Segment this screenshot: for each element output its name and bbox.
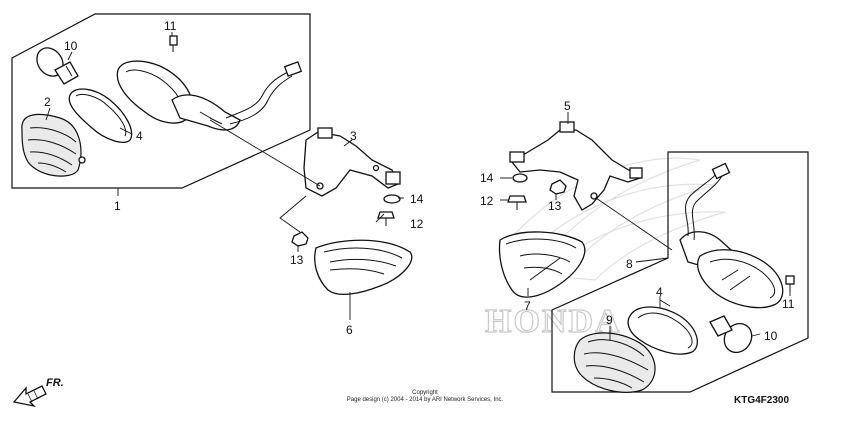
right-bulb-part [709, 315, 753, 354]
callout-11-left: 11 [164, 19, 177, 33]
callout-14-left: 14 [410, 192, 424, 206]
callout-10-right: 10 [764, 329, 778, 343]
right-collar-part [512, 173, 528, 183]
callout-3: 3 [350, 129, 357, 143]
left-collar-part [383, 194, 401, 204]
callout-numbers: 1 2 3 4 5 6 7 8 9 4 10 10 11 11 12 12 13… [44, 19, 795, 343]
front-direction-label: FR. [46, 377, 64, 389]
callout-7: 7 [524, 299, 531, 313]
right-rear-cover [498, 231, 586, 298]
callout-13-right: 13 [548, 199, 562, 213]
copyright-title: Copyright [412, 390, 438, 396]
left-rear-cover [314, 239, 413, 296]
callout-leaders [45, 32, 791, 340]
callout-5: 5 [564, 99, 571, 113]
callout-4-left: 4 [136, 129, 143, 143]
callout-12-right: 12 [480, 194, 494, 208]
callout-14-right: 14 [480, 171, 494, 185]
left-assembly-frame [11, 13, 311, 189]
callout-12-left: 12 [410, 217, 424, 231]
left-assembly-guide-line [209, 119, 321, 187]
callout-13-left: 13 [290, 253, 304, 267]
left-screw-part [169, 35, 178, 52]
left-nut-part [291, 231, 309, 247]
right-lens-part [573, 332, 656, 393]
right-stay-bracket [509, 121, 643, 211]
callout-1: 1 [114, 199, 121, 213]
callout-6: 6 [346, 323, 353, 337]
callout-9: 9 [606, 313, 613, 327]
left-bolt-part [377, 211, 395, 226]
left-nut-guide-line [279, 195, 307, 233]
callout-4-right: 4 [656, 285, 663, 299]
left-lens-part [21, 113, 86, 177]
diagram-code: KTG4F2300 [734, 395, 789, 406]
left-stay-bracket [303, 127, 401, 197]
copyright-line: Page design (c) 2004 - 2014 by ARI Netwo… [347, 397, 504, 403]
right-lens-gasket [627, 306, 698, 355]
right-screw-part [785, 275, 795, 292]
right-assembly-guide-line [595, 197, 673, 251]
left-lens-gasket [68, 88, 133, 143]
callout-10-left: 10 [64, 39, 78, 53]
callout-11-right: 11 [782, 297, 795, 311]
front-direction-marker: FR. [12, 377, 64, 408]
callout-8: 8 [626, 257, 633, 271]
callout-2: 2 [44, 95, 51, 109]
right-winker-housing [679, 162, 784, 309]
left-winker-housing [116, 60, 303, 131]
front-direction-arrow-icon [12, 385, 47, 408]
right-bolt-part [507, 195, 527, 210]
right-nut-part [549, 179, 567, 195]
left-bulb-part [36, 47, 79, 85]
